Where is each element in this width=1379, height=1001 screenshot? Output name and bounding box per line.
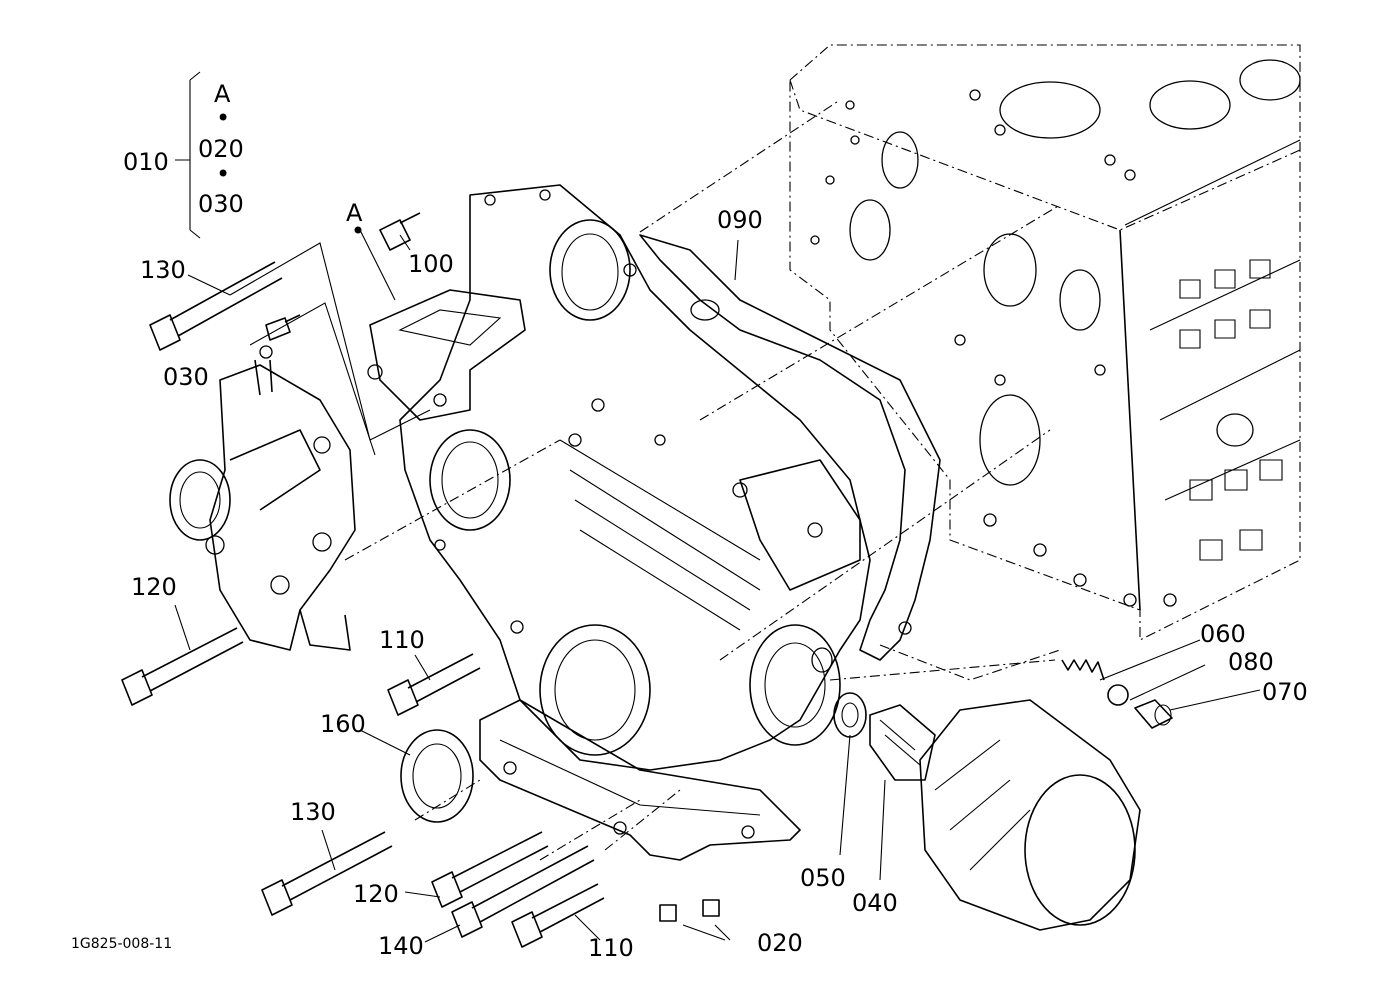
bolt-030 <box>265 314 301 341</box>
gear-case <box>399 184 912 771</box>
ref-marker-a: A <box>346 199 363 227</box>
callout-120-bottom: 120 <box>353 880 399 908</box>
oil-filter-adapter <box>749 624 841 746</box>
bolt-130-bottom <box>261 831 393 916</box>
bolt-120-left <box>121 627 244 706</box>
connector-040 <box>869 704 936 781</box>
engine-block <box>789 44 1301 641</box>
callout-060: 060 <box>1200 620 1246 648</box>
plug-070 <box>1134 699 1173 729</box>
bracket-item-020: 020 <box>198 135 244 163</box>
o-ring-050 <box>833 692 867 738</box>
callout-140: 140 <box>378 932 424 960</box>
bracket-dot-2: • <box>216 160 230 188</box>
drain-plugs-020 <box>659 899 720 922</box>
ref-marker-dot <box>354 226 362 234</box>
oil-seal-160 <box>400 729 474 823</box>
callout-080: 080 <box>1228 648 1274 676</box>
callout-070: 070 <box>1262 678 1308 706</box>
oil-filter <box>919 699 1141 931</box>
oil-pan <box>479 699 801 861</box>
callout-110-bottom: 110 <box>588 934 634 962</box>
bolt-120-bottom <box>431 831 549 908</box>
callout-130-bottom: 130 <box>290 798 336 826</box>
bracket-dot-1: • <box>216 104 230 132</box>
spring-060 <box>1061 659 1105 681</box>
callout-160: 160 <box>320 710 366 738</box>
callout-090: 090 <box>717 206 763 234</box>
bracket-item-030: 030 <box>198 190 244 218</box>
bolt-140 <box>451 845 595 938</box>
callout-110-mid: 110 <box>379 626 425 654</box>
callout-040: 040 <box>852 889 898 917</box>
callout-100: 100 <box>408 250 454 278</box>
callout-030: 030 <box>163 363 209 391</box>
leader-lines <box>174 71 1261 943</box>
bolt-100 <box>379 212 421 251</box>
callout-130-top: 130 <box>140 256 186 284</box>
figure-code: 1G825-008-11 <box>71 936 172 952</box>
bolt-110-mid <box>387 653 481 716</box>
bracket-group: 010 A • 020 • 030 <box>123 80 244 218</box>
bracket-item-a: A <box>214 80 231 108</box>
assembly-centerlines <box>344 99 1061 861</box>
bolt-110-bottom <box>511 883 605 948</box>
callout-050: 050 <box>800 864 846 892</box>
label-010: 010 <box>123 148 169 176</box>
flange-housing <box>367 289 526 421</box>
gasket-090 <box>639 234 941 661</box>
callout-120-left: 120 <box>131 573 177 601</box>
ball-080 <box>1107 684 1129 706</box>
water-pump <box>169 345 356 651</box>
callout-020: 020 <box>757 929 803 957</box>
